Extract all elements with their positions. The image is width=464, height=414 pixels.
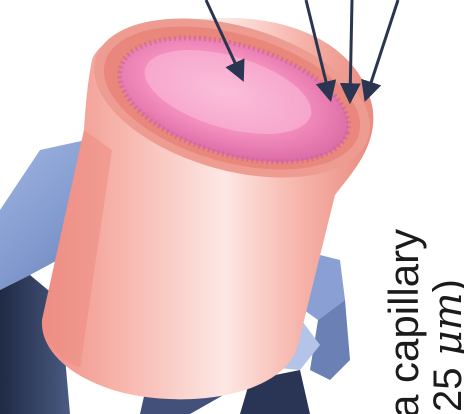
caption-line-2: 25 μm) — [428, 279, 464, 412]
arrow-outer-wall — [366, 0, 398, 98]
caption-line-2-suffix: ) — [426, 279, 464, 292]
caption-line-2-unit: μm — [425, 292, 464, 356]
caption-line-1: a capillary — [383, 229, 425, 414]
caption-line-2-prefix: 25 — [426, 356, 464, 412]
arrow-middle-wall — [350, 0, 352, 100]
caption-line-1-text: a capillary — [380, 229, 427, 414]
